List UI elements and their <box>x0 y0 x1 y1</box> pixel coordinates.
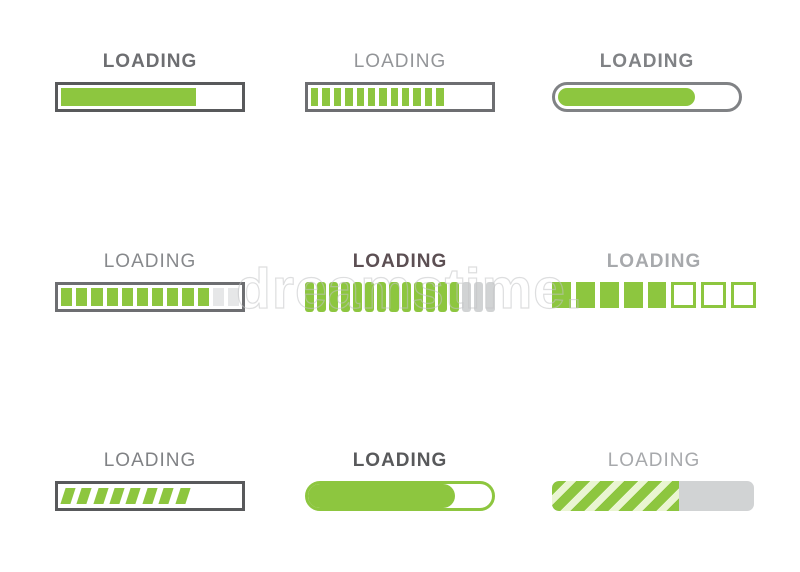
progress-segment-filled <box>333 88 342 106</box>
progress-bar-rounded-segments <box>305 282 495 312</box>
progress-segment-filled <box>425 282 435 312</box>
progress-segment-empty <box>461 282 471 312</box>
progress-bar-striped <box>552 481 754 511</box>
progress-bar-green-pill <box>305 481 495 511</box>
progress-segment-filled <box>449 282 459 312</box>
progress-segment-filled <box>125 488 142 504</box>
loading-bar-pill: LOADING <box>552 50 742 112</box>
progress-segment-filled <box>142 488 158 504</box>
loading-label: LOADING <box>606 251 702 272</box>
progress-segment-empty <box>208 488 224 504</box>
progress-bar-squares <box>552 282 756 308</box>
progress-bar-solid <box>55 82 245 112</box>
loading-label: LOADING <box>599 51 695 72</box>
loading-bar-segmented: LOADING <box>305 50 495 112</box>
progress-segment-filled <box>424 88 433 106</box>
progress-bar-diagonal <box>55 481 245 511</box>
loading-label: LOADING <box>353 51 447 72</box>
progress-segment-filled <box>402 88 410 106</box>
progress-segment-filled <box>623 282 643 308</box>
progress-segment-filled <box>365 282 375 312</box>
progress-segment-empty <box>482 88 489 106</box>
loading-label: LOADING <box>352 251 448 272</box>
progress-fill <box>308 484 456 508</box>
progress-segment-filled <box>197 288 209 306</box>
progress-segment-filled <box>60 488 76 504</box>
progress-segment-filled <box>91 288 103 306</box>
progress-segment-filled <box>174 488 191 504</box>
progress-bar-segmented-wide <box>55 282 245 312</box>
progress-segment-filled <box>121 288 133 306</box>
progress-segment-filled <box>353 282 363 312</box>
progress-segment-filled <box>109 488 126 504</box>
progress-segment-filled <box>182 288 194 306</box>
loading-label: LOADING <box>102 51 198 72</box>
progress-segment-filled <box>437 282 447 312</box>
progress-segment-empty <box>448 88 455 106</box>
progress-segment-filled <box>345 88 353 106</box>
progress-segment-filled <box>356 88 364 106</box>
progress-segment-filled <box>377 282 387 312</box>
progress-segment-filled <box>61 288 73 306</box>
progress-segment-filled <box>341 282 351 312</box>
progress-segment-filled <box>76 488 93 504</box>
progress-segment-filled <box>413 88 421 106</box>
progress-segment-filled <box>599 282 619 308</box>
progress-segment-filled <box>311 88 319 106</box>
loading-label: LOADING <box>103 450 197 471</box>
progress-segment-filled <box>390 88 398 106</box>
loading-bar-rounded-segments: LOADING <box>305 250 495 312</box>
progress-segment-filled <box>575 282 595 308</box>
progress-fill <box>61 88 197 106</box>
progress-segment-filled <box>367 88 376 106</box>
progress-segment-filled <box>552 282 571 308</box>
progress-segment-filled <box>413 282 423 312</box>
progress-segment-empty <box>227 288 240 306</box>
loading-bar-diagonal: LOADING <box>55 449 245 511</box>
loading-label: LOADING <box>352 450 448 471</box>
progress-segment-empty <box>485 282 495 312</box>
loading-bar-squares: LOADING <box>552 250 756 308</box>
progress-segment-empty <box>224 488 240 504</box>
loading-label: LOADING <box>103 251 197 272</box>
loading-label: LOADING <box>607 450 701 471</box>
loading-bar-solid: LOADING <box>55 50 245 112</box>
progress-segment-empty <box>731 282 756 308</box>
progress-segment-filled <box>106 288 118 306</box>
progress-segment-filled <box>322 88 330 106</box>
progress-segment-filled <box>305 282 315 312</box>
progress-segment-filled <box>152 288 164 306</box>
progress-segment-filled <box>158 488 175 504</box>
progress-segment-filled <box>317 282 327 312</box>
progress-segment-filled <box>93 488 109 504</box>
progress-segment-filled <box>136 288 149 306</box>
progress-fill <box>558 88 696 106</box>
progress-segment-empty <box>459 88 466 106</box>
progress-fill <box>552 481 680 511</box>
loading-bar-segmented-wide: LOADING <box>55 250 245 312</box>
progress-segment-filled <box>379 88 387 106</box>
progress-segment-filled <box>647 282 667 308</box>
progress-segment-filled <box>167 288 179 306</box>
loading-bar-striped: LOADING <box>552 449 756 511</box>
progress-segment-empty <box>212 288 224 306</box>
progress-segment-empty <box>470 88 477 106</box>
loading-bar-green-pill: LOADING <box>305 449 495 511</box>
progress-segment-filled <box>436 88 444 106</box>
progress-segment-empty <box>671 282 697 308</box>
progress-segment-empty <box>473 282 483 312</box>
progress-segment-filled <box>401 282 411 312</box>
progress-segment-empty <box>701 282 727 308</box>
progress-segment-empty <box>191 488 207 504</box>
progress-segment-filled <box>76 288 88 306</box>
progress-segment-filled <box>389 282 399 312</box>
progress-bar-pill <box>552 82 742 112</box>
progress-bar-segmented <box>305 82 495 112</box>
progress-segment-filled <box>329 282 339 312</box>
